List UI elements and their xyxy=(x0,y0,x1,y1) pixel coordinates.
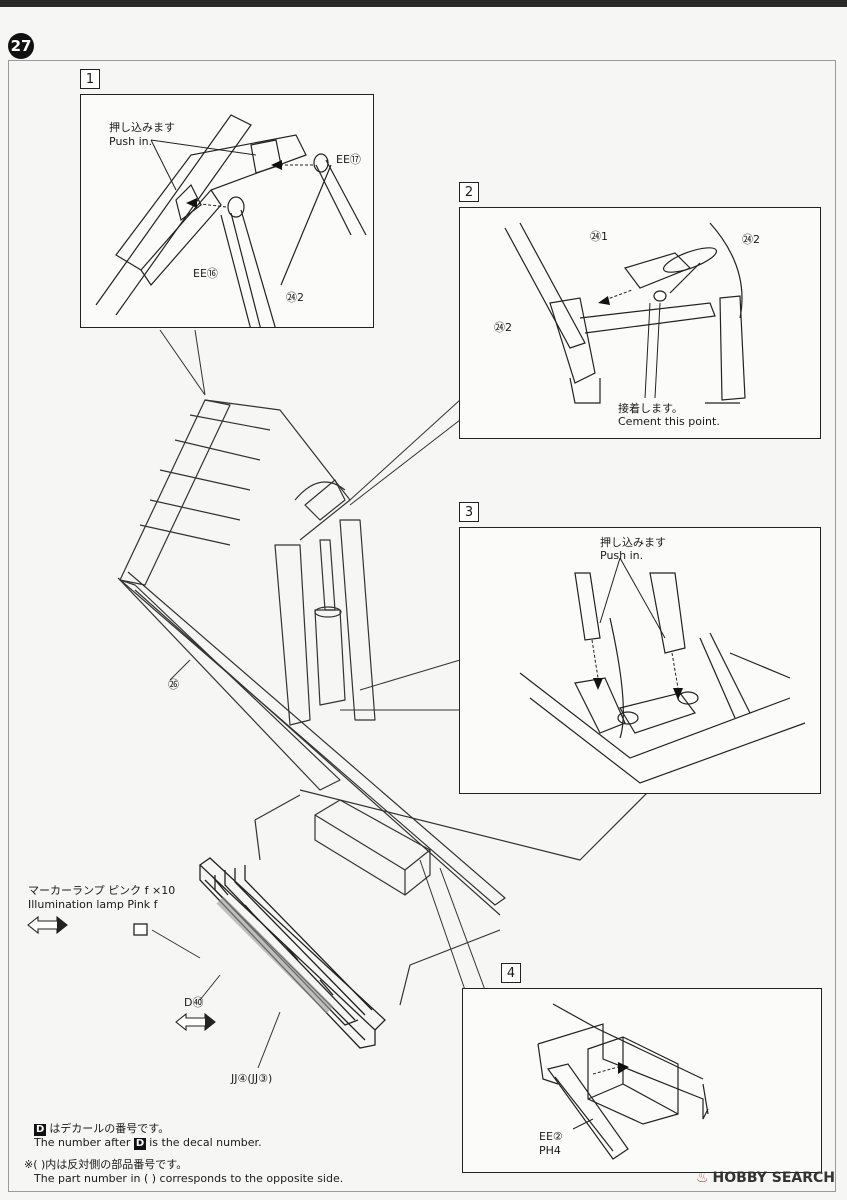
p2-cement-jp: 接着します。 xyxy=(618,402,683,415)
marker-lamp-en: Illumination lamp Pink f xyxy=(28,898,158,911)
p4-part-ee2: EE② xyxy=(539,1130,563,1143)
p3-push-en: Push in. xyxy=(600,549,644,562)
panel-2-drawing xyxy=(504,222,746,404)
decal-note-en-post: is the decal number. xyxy=(149,1136,262,1149)
decal-part-label: D㊵ xyxy=(184,996,204,1009)
opposite-note-en: The part number in ( ) corresponds to th… xyxy=(34,1172,344,1185)
top-border xyxy=(0,0,847,7)
page-frame xyxy=(8,60,836,1192)
p2-part-24-1: ㉔1 xyxy=(590,230,608,243)
p1-push-jp: 押し込みます xyxy=(109,121,175,134)
decal-mark: D xyxy=(34,1124,47,1136)
panel-4-number: 4 xyxy=(501,963,521,983)
watermark-text: HOBBY SEARCH xyxy=(712,1170,835,1186)
decal-mark-inline: D xyxy=(133,1138,147,1150)
p2-cement-en: Cement this point. xyxy=(618,415,720,428)
p2-part-24-2-left: ㉔2 xyxy=(494,321,512,334)
decal-note-en-pre: The number after xyxy=(34,1136,131,1149)
panel-3-drawing xyxy=(519,557,806,784)
p1-part-ee17: EE⑰ xyxy=(336,153,361,166)
detail-panel-1: 押し込みます Push in. EE⑰ EE⑯ ㉔2 xyxy=(80,94,374,328)
watermark: ♨ HOBBY SEARCH xyxy=(696,1170,835,1186)
detail-panel-3: 押し込みます Push in. xyxy=(459,527,821,794)
p2-part-24-2-right: ㉔2 xyxy=(742,233,760,246)
p3-push-jp: 押し込みます xyxy=(600,536,666,549)
p1-part-ee16: EE⑯ xyxy=(193,267,218,280)
marker-lamp-jp: マーカーランプ ピンク f ×10 xyxy=(28,884,176,897)
jj-part-label: JJ④(JJ③) xyxy=(231,1072,273,1085)
panel-1-drawing xyxy=(95,114,367,327)
hobby-search-logo-icon: ♨ xyxy=(695,1170,709,1186)
panel-1-number: 1 xyxy=(80,69,100,89)
step-number-badge: 27 xyxy=(8,33,34,59)
panel-3-number: 3 xyxy=(459,502,479,522)
p4-part-ph4: PH4 xyxy=(539,1144,561,1157)
opposite-note-jp: ※( )内は反対側の部品番号です。 xyxy=(24,1158,188,1171)
p1-part-24-2: ㉔2 xyxy=(286,291,304,304)
panel-2-number: 2 xyxy=(459,182,479,202)
panel-4-drawing xyxy=(537,1003,709,1160)
detail-panel-4: EE② PH4 xyxy=(462,988,822,1173)
decal-note-jp-text: はデカールの番号です。 xyxy=(49,1122,170,1135)
part-26-label: ㉖ xyxy=(168,678,179,691)
p1-push-en: Push in. xyxy=(109,135,153,148)
detail-panel-2: ㉔1 ㉔2 ㉔2 接着します。 Cement this point. xyxy=(459,207,821,439)
